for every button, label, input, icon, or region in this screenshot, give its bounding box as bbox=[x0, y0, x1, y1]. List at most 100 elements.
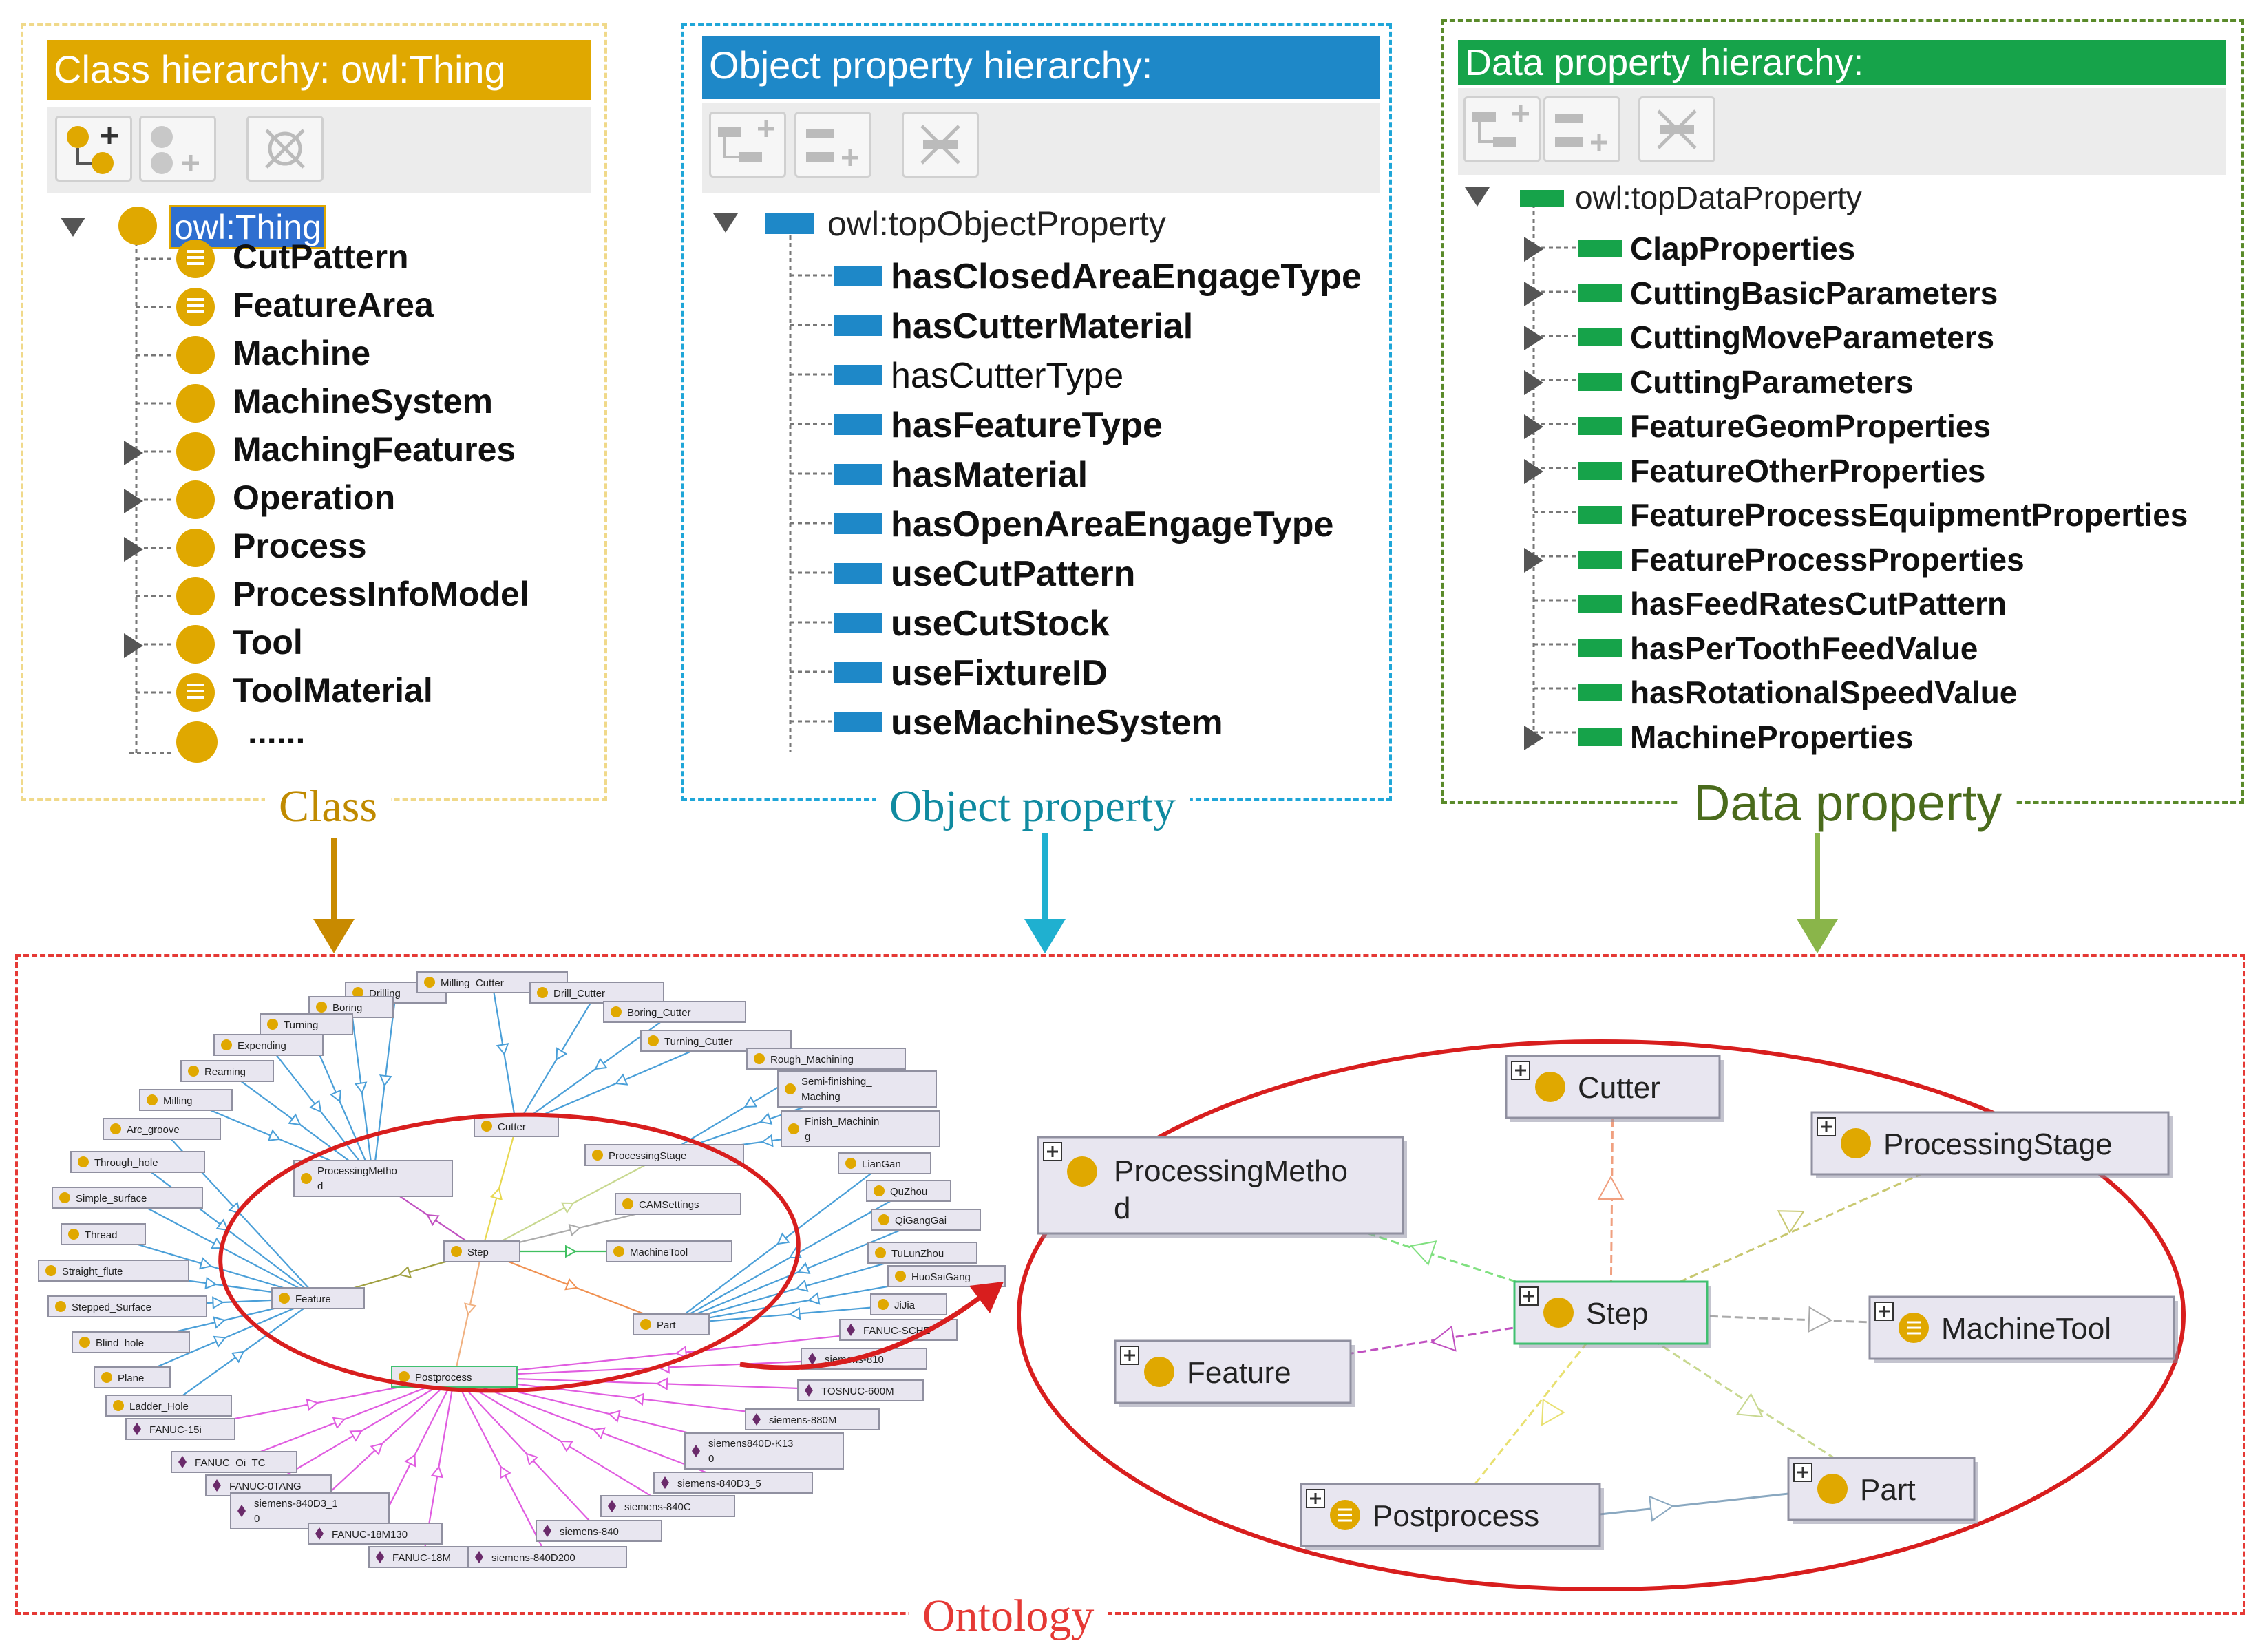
small-node-finish-machining[interactable]: Finish_Machining bbox=[781, 1110, 940, 1147]
small-node-huosaigang[interactable]: HuoSaiGang bbox=[887, 1265, 1006, 1287]
zoom-node-postprocess[interactable]: Postprocess bbox=[1300, 1483, 1604, 1550]
delete-class-button[interactable] bbox=[246, 116, 324, 182]
object-item-usecutstock[interactable]: useCutStock bbox=[891, 604, 1110, 644]
data-item-machineproperties[interactable]: MachineProperties bbox=[1630, 719, 1914, 755]
data-item-expander-icon[interactable] bbox=[1524, 281, 1543, 306]
class-item-expander-icon[interactable] bbox=[124, 489, 143, 513]
data-item-expander-icon[interactable] bbox=[1524, 370, 1543, 395]
small-node-rough-machining[interactable]: Rough_Machining bbox=[746, 1048, 906, 1070]
small-node-fanuc-sche[interactable]: FANUC-SCHE bbox=[839, 1319, 958, 1341]
add-sub-property-button[interactable] bbox=[709, 112, 786, 178]
small-node-part[interactable]: Part bbox=[633, 1313, 710, 1335]
class-item-featurearea[interactable]: FeatureArea bbox=[233, 286, 434, 324]
small-node-fanuc-18m[interactable]: FANUC-18M bbox=[368, 1546, 478, 1568]
small-node-tulunzhou[interactable]: TuLunZhou bbox=[867, 1242, 977, 1264]
object-item-usemachinesystem[interactable]: useMachineSystem bbox=[891, 703, 1223, 743]
data-item-expander-icon[interactable] bbox=[1524, 237, 1543, 262]
data-item-clapproperties[interactable]: ClapProperties bbox=[1630, 231, 1856, 266]
data-item-featureprocessproperties[interactable]: FeatureProcessProperties bbox=[1630, 541, 2025, 578]
data-root-expander-icon[interactable] bbox=[1465, 187, 1490, 206]
add-subclass-button[interactable] bbox=[55, 116, 132, 182]
data-item-featureotherproperties[interactable]: FeatureOtherProperties bbox=[1630, 452, 1986, 489]
small-node-siemens-840[interactable]: siemens-840 bbox=[536, 1520, 662, 1542]
class-item-process[interactable]: Process bbox=[233, 527, 367, 565]
small-node-camsettings[interactable]: CAMSettings bbox=[615, 1193, 741, 1215]
class-item-processinfomodel[interactable]: ProcessInfoModel bbox=[233, 575, 529, 613]
small-node-jijia[interactable]: JiJia bbox=[870, 1293, 947, 1315]
class-item-machingfeatures[interactable]: MachingFeatures bbox=[233, 430, 516, 469]
zoom-node-machinetool[interactable]: MachineTool bbox=[1868, 1295, 2178, 1363]
small-node-siemens-840c[interactable]: siemens-840C bbox=[600, 1495, 735, 1517]
object-item-usecutpattern[interactable]: useCutPattern bbox=[891, 554, 1136, 594]
class-item-expander-icon[interactable] bbox=[124, 441, 143, 465]
add-sibling-data-property-button[interactable] bbox=[1543, 96, 1620, 162]
add-sibling-property-button[interactable] bbox=[794, 112, 871, 178]
object-root-label[interactable]: owl:topObjectProperty bbox=[827, 204, 1166, 243]
add-sub-data-property-button[interactable] bbox=[1463, 96, 1541, 162]
small-node-quzhou[interactable]: QuZhou bbox=[866, 1180, 951, 1202]
class-item-tool[interactable]: Tool bbox=[233, 623, 303, 661]
small-node-siemens-840d3-5[interactable]: siemens-840D3_5 bbox=[653, 1472, 813, 1494]
small-node-cutter[interactable]: Cutter bbox=[474, 1115, 559, 1137]
small-node-semi-finishing-maching[interactable]: Semi-finishing_Maching bbox=[777, 1070, 937, 1108]
small-node-step[interactable]: Step bbox=[443, 1240, 520, 1262]
class-item-machinesystem[interactable]: MachineSystem bbox=[233, 382, 493, 421]
small-node-tosnuc-600m[interactable]: TOSNUC-600M bbox=[797, 1379, 924, 1401]
class-item-machine[interactable]: Machine bbox=[233, 334, 371, 372]
small-node-processingstage[interactable]: ProcessingStage bbox=[584, 1144, 744, 1166]
data-item-expander-icon[interactable] bbox=[1524, 725, 1543, 750]
add-sibling-class-button[interactable] bbox=[139, 116, 216, 182]
small-node-ladder-hole[interactable]: Ladder_Hole bbox=[105, 1395, 232, 1417]
object-item-hasmaterial[interactable]: hasMaterial bbox=[891, 455, 1088, 495]
small-node-liangan[interactable]: LianGan bbox=[838, 1152, 931, 1174]
small-node-qiganggai[interactable]: QiGangGai bbox=[871, 1209, 981, 1231]
small-node-fanuc-oi-tc[interactable]: FANUC_Oi_TC bbox=[171, 1451, 297, 1473]
class-item-operation[interactable]: Operation bbox=[233, 478, 396, 517]
delete-data-property-button[interactable] bbox=[1638, 96, 1715, 162]
small-node-plane[interactable]: Plane bbox=[94, 1366, 171, 1388]
small-node-through-hole[interactable]: Through_hole bbox=[70, 1151, 205, 1173]
object-item-usefixtureid[interactable]: useFixtureID bbox=[891, 653, 1108, 693]
small-node-drill-cutter[interactable]: Drill_Cutter bbox=[529, 982, 664, 1004]
zoom-node-processingstage[interactable]: ProcessingStage bbox=[1810, 1111, 2173, 1178]
small-node-milling[interactable]: Milling bbox=[139, 1089, 233, 1111]
data-item-hasrotationalspeedvalue[interactable]: hasRotationalSpeedValue bbox=[1630, 675, 2018, 710]
small-node-thread[interactable]: Thread bbox=[61, 1223, 146, 1245]
zoom-node-part[interactable]: Part bbox=[1787, 1457, 1978, 1524]
small-node-machinetool[interactable]: MachineTool bbox=[606, 1240, 732, 1262]
small-node-stepped-surface[interactable]: Stepped_Surface bbox=[47, 1295, 207, 1317]
small-node-feature[interactable]: Feature bbox=[271, 1287, 365, 1309]
object-item-hasfeaturetype[interactable]: hasFeatureType bbox=[891, 405, 1163, 445]
class-item-expander-icon[interactable] bbox=[124, 537, 143, 562]
data-item-hasfeedratescutpattern[interactable]: hasFeedRatesCutPattern bbox=[1630, 586, 2007, 622]
data-root-label[interactable]: owl:topDataProperty bbox=[1575, 180, 1862, 215]
data-item-cuttingmoveparameters[interactable]: CuttingMoveParameters bbox=[1630, 319, 1995, 355]
object-item-hasopenareaengagetype[interactable]: hasOpenAreaEngageType bbox=[891, 505, 1334, 544]
small-node-turning[interactable]: Turning bbox=[260, 1013, 353, 1035]
small-node-boring-cutter[interactable]: Boring_Cutter bbox=[603, 1001, 746, 1023]
small-node-straight-flute[interactable]: Straight_flute bbox=[38, 1260, 189, 1282]
zoom-node-cutter[interactable]: Cutter bbox=[1505, 1055, 1724, 1122]
small-node-expending[interactable]: Expending bbox=[213, 1034, 324, 1056]
data-item-expander-icon[interactable] bbox=[1524, 547, 1543, 573]
data-item-featuregeomproperties[interactable]: FeatureGeomProperties bbox=[1630, 408, 1991, 444]
small-node-reaming[interactable]: Reaming bbox=[180, 1060, 274, 1082]
data-item-expander-icon[interactable] bbox=[1524, 414, 1543, 439]
class-item-expander-icon[interactable] bbox=[124, 633, 143, 658]
small-node-simple-surface[interactable]: Simple_surface bbox=[52, 1187, 203, 1209]
data-item-expander-icon[interactable] bbox=[1524, 326, 1543, 350]
data-item-haspertoothfeedvalue[interactable]: hasPerToothFeedValue bbox=[1630, 630, 1978, 666]
small-node-fanuc-18m130[interactable]: FANUC-18M130 bbox=[308, 1523, 443, 1545]
zoom-node-step[interactable]: Step bbox=[1513, 1280, 1711, 1348]
delete-property-button[interactable] bbox=[902, 112, 979, 178]
zoom-node-feature[interactable]: Feature bbox=[1114, 1339, 1355, 1407]
small-node-siemens-880m[interactable]: siemens-880M bbox=[745, 1408, 880, 1430]
small-node-fanuc-15i[interactable]: FANUC-15i bbox=[125, 1418, 235, 1440]
data-item-cuttingbasicparameters[interactable]: CuttingBasicParameters bbox=[1630, 275, 1998, 311]
object-item-hascuttertype[interactable]: hasCutterType bbox=[891, 356, 1124, 396]
data-item-cuttingparameters[interactable]: CuttingParameters bbox=[1630, 363, 1914, 400]
class-item-cutpattern[interactable]: CutPattern bbox=[233, 237, 409, 276]
